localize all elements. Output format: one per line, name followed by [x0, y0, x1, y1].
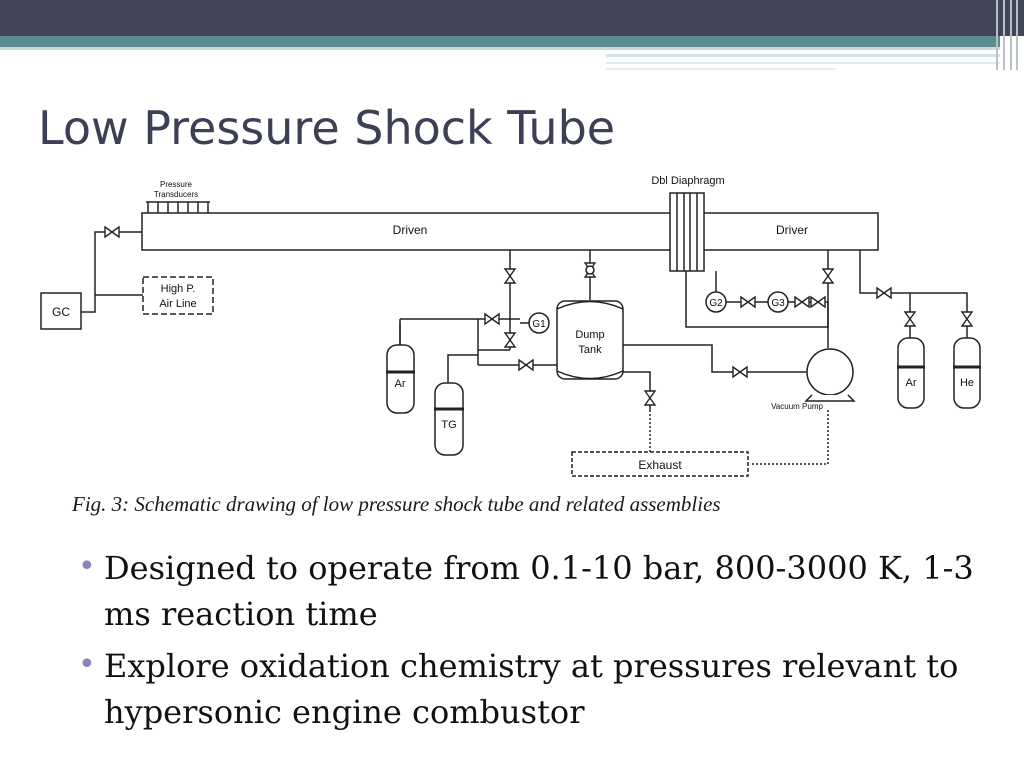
header-thin-stripe	[606, 62, 1000, 64]
figure-caption: Fig. 3: Schematic drawing of low pressur…	[72, 492, 721, 516]
high-p-air-line-label: High P.	[161, 283, 196, 295]
valve-icon	[518, 359, 534, 371]
g2-label: G2	[709, 298, 723, 309]
valve-icon	[904, 311, 916, 327]
valve-icon	[504, 332, 516, 348]
header-bar	[0, 0, 1024, 36]
bullet-item: •Explore oxidation chemistry at pressure…	[76, 643, 976, 735]
valve-icon	[794, 296, 810, 308]
valve-icon	[484, 313, 500, 325]
valve-icon	[740, 296, 756, 308]
ar-right-label: Ar	[906, 377, 917, 389]
vacuum-pump	[806, 348, 854, 396]
bullet-text: Explore oxidation chemistry at pressures…	[104, 647, 959, 731]
he-label: He	[960, 377, 974, 389]
he-cylinder	[953, 337, 981, 409]
tg-label: TG	[441, 419, 456, 431]
header-thin-stripe	[606, 54, 1000, 57]
high-p-air-line-label: Air Line	[159, 298, 196, 310]
valve-icon	[104, 226, 120, 238]
bullet-item: •Designed to operate from 0.1-10 bar, 80…	[76, 545, 976, 637]
valve-icon	[644, 390, 656, 406]
header-edge-line	[1016, 0, 1018, 70]
slide-title: Low Pressure Shock Tube	[38, 101, 616, 155]
valve-icon	[810, 296, 826, 308]
bullet-marker-icon: •	[78, 549, 96, 584]
header-edge-line	[1003, 0, 1005, 70]
exhaust-box	[571, 451, 749, 477]
double-diaphragm	[669, 192, 705, 272]
ar-cylinder-right	[897, 337, 925, 409]
gc-box	[40, 292, 82, 330]
exhaust-label: Exhaust	[638, 458, 682, 472]
driven-label: Driven	[393, 223, 428, 237]
header-accent-stripe	[0, 36, 1000, 47]
header-edge-line	[1010, 0, 1012, 70]
valve-icon	[504, 268, 516, 284]
shock-tube-schematic: Driven Driver Dbl Diaphragm Pressure Tra…	[40, 175, 981, 477]
shock-tube	[141, 212, 879, 251]
dump-tank-label: Dump	[575, 329, 604, 341]
dbl-diaphragm-label: Dbl Diaphragm	[651, 175, 724, 187]
dump-tank-label: Tank	[578, 344, 602, 356]
driver-label: Driver	[776, 223, 808, 237]
header-thin-stripe	[0, 47, 1000, 50]
pressure-transducers-label: Transducers	[154, 190, 198, 199]
high-p-air-line-box	[142, 276, 214, 315]
g3-label: G3	[771, 298, 785, 309]
header-edge-line	[996, 0, 998, 70]
tg-cylinder	[434, 360, 464, 456]
bullet-list: •Designed to operate from 0.1-10 bar, 80…	[76, 545, 976, 741]
header-thin-stripe	[606, 68, 836, 70]
ar-left-label: Ar	[395, 378, 406, 390]
g1-label: G1	[532, 319, 546, 330]
pressure-transducers-label: Pressure	[160, 180, 193, 189]
ar-cylinder-left	[386, 323, 415, 414]
valve-icon	[961, 311, 973, 327]
bullet-marker-icon: •	[78, 647, 96, 682]
valve-icon	[732, 366, 748, 378]
valve-icon	[876, 287, 892, 299]
gc-label: GC	[52, 305, 70, 319]
vacuum-pump-label: Vacuum Pump	[771, 402, 823, 411]
bullet-text: Designed to operate from 0.1-10 bar, 800…	[104, 549, 974, 633]
valve-icon	[822, 268, 834, 284]
